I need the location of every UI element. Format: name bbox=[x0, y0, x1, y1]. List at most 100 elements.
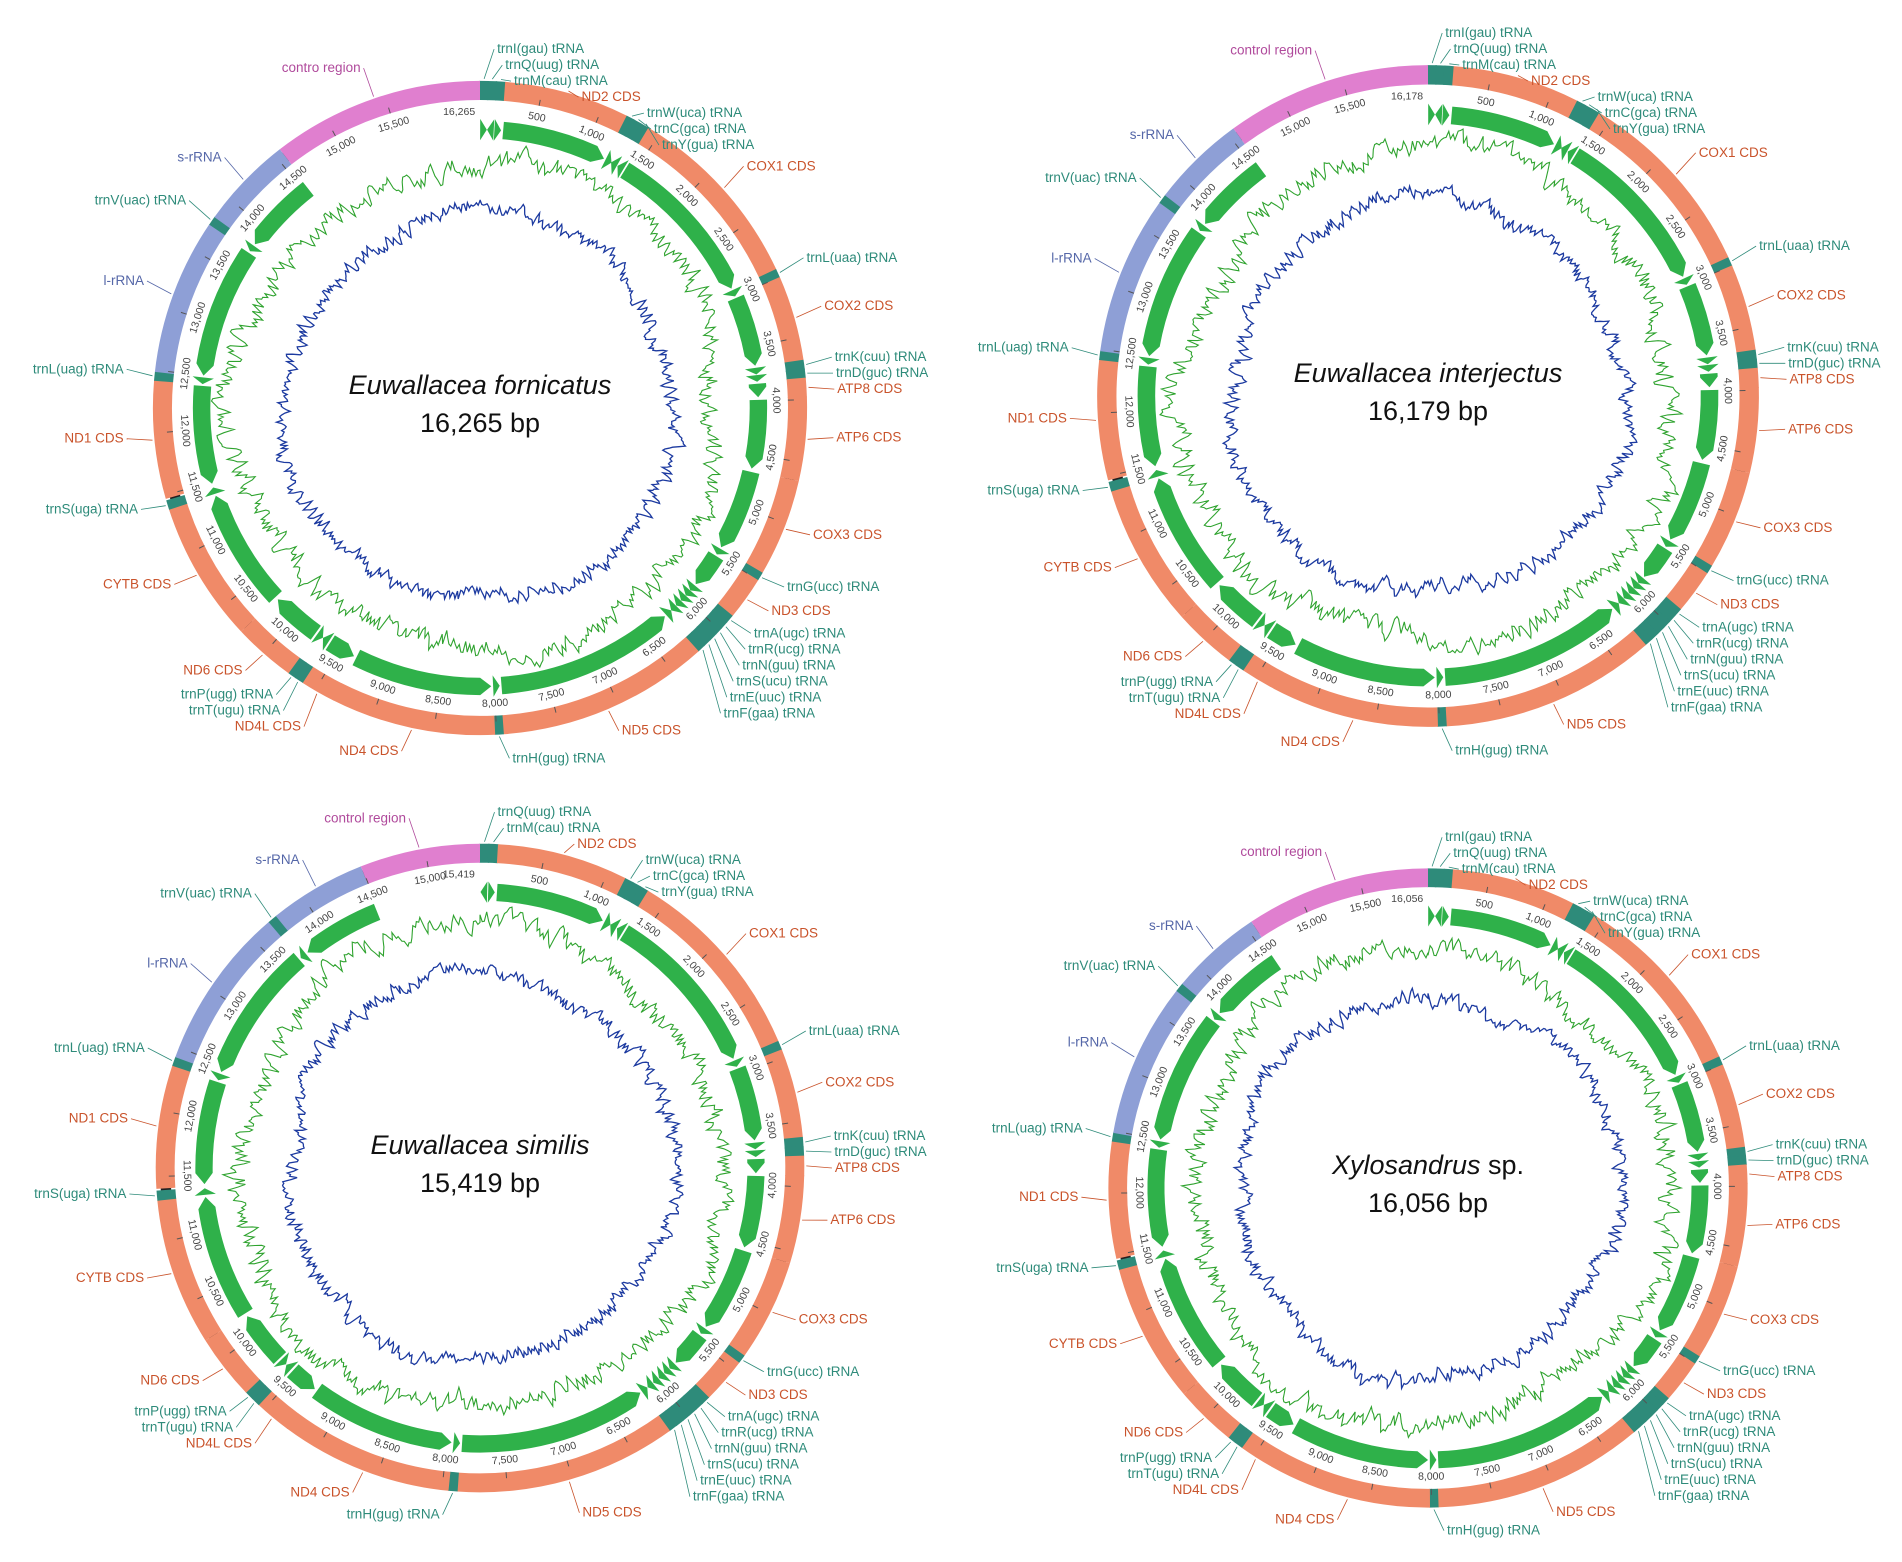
feature-label-nd3-cds: ND3 CDS bbox=[748, 1387, 807, 1402]
tick-mark bbox=[783, 458, 790, 461]
strand-arrow bbox=[211, 495, 282, 603]
strand-arrow bbox=[1606, 1379, 1621, 1395]
map-title-suffix: sp. bbox=[1481, 1150, 1525, 1180]
strand-arrow bbox=[1138, 356, 1160, 365]
strand-arrow bbox=[1137, 365, 1162, 467]
tick-mark bbox=[1128, 290, 1135, 294]
feature-label-nd3-cds: ND3 CDS bbox=[1707, 1386, 1766, 1401]
feature-label-control-region: control region bbox=[324, 810, 406, 825]
feature-band-nd6-cds bbox=[1181, 604, 1241, 661]
tick-mark bbox=[1642, 1398, 1648, 1404]
feature-band-trnl-uag-trna bbox=[154, 371, 174, 383]
strand-arrow bbox=[1566, 949, 1679, 1075]
feature-label-trnc-gca-trna: trnC(gca) tRNA bbox=[654, 121, 746, 136]
leader-line bbox=[1675, 152, 1696, 175]
tick-mark bbox=[1706, 1300, 1713, 1304]
feature-band-trnh-gug-trna bbox=[493, 715, 504, 735]
leader-line bbox=[442, 1492, 453, 1515]
leader-line bbox=[1337, 1499, 1348, 1520]
tick-label: 8,000 bbox=[432, 1452, 460, 1467]
feature-band-trna-ugc-trna bbox=[1648, 1385, 1669, 1405]
tick-mark bbox=[554, 706, 557, 713]
tick-mark bbox=[1206, 974, 1212, 980]
strand-arrow bbox=[492, 675, 500, 697]
feature-band-cox1-cds bbox=[638, 127, 777, 278]
leader-line bbox=[608, 710, 620, 731]
strand-arrow bbox=[599, 912, 611, 932]
feature-label-cox1-cds: COX1 CDS bbox=[747, 158, 816, 173]
genome-end-label: 16,178 bbox=[1391, 90, 1423, 102]
leader-line bbox=[130, 1118, 157, 1127]
tick-mark bbox=[229, 1349, 235, 1354]
leader-line bbox=[645, 886, 659, 893]
map-panel-similis: 5001,0001,5002,0002,5003,0003,5004,0004,… bbox=[34, 804, 927, 1522]
feature-label-nd2-cds: ND2 CDS bbox=[577, 836, 636, 851]
feature-label-trns-uga-trna: trnS(uga) tRNA bbox=[34, 1186, 126, 1201]
tick-mark bbox=[1304, 906, 1308, 913]
tick-mark bbox=[332, 130, 336, 137]
tick-mark bbox=[1262, 661, 1267, 668]
feature-label-atp8-cds: ATP8 CDS bbox=[837, 381, 902, 396]
leader-line bbox=[1157, 965, 1179, 987]
strand-arrow bbox=[194, 1188, 216, 1196]
map-length: 16,265 bp bbox=[420, 408, 540, 438]
feature-band-trny-gua-trna bbox=[1581, 108, 1600, 130]
leader-line bbox=[743, 1360, 765, 1373]
feature-band-nd1-cds bbox=[152, 380, 185, 499]
strand-arrow bbox=[1428, 905, 1435, 927]
feature-band-nd5-cds bbox=[1445, 630, 1646, 727]
tick-mark bbox=[190, 1051, 197, 1055]
tick-mark bbox=[780, 339, 787, 342]
tick-mark bbox=[1169, 1021, 1176, 1026]
leader-line bbox=[224, 157, 244, 180]
tick-mark bbox=[1489, 1482, 1492, 1489]
feature-band-trns-uga-trna bbox=[1116, 1256, 1138, 1270]
leader-line bbox=[1431, 32, 1443, 64]
leader-line bbox=[483, 48, 495, 80]
leader-line bbox=[1449, 63, 1460, 66]
tick-mark bbox=[1607, 649, 1613, 656]
strand-arrow bbox=[461, 1391, 641, 1453]
feature-band-trng-ucc-trna bbox=[1690, 555, 1712, 574]
feature-label-nd4-cds: ND4 CDS bbox=[1281, 734, 1340, 749]
leader-line bbox=[700, 1407, 719, 1433]
tick-label: 12,500 bbox=[1135, 1119, 1153, 1153]
strand-arrow bbox=[1205, 162, 1267, 224]
strand-arrow bbox=[1615, 1370, 1631, 1385]
leader-line bbox=[1195, 925, 1214, 949]
strand-arrow bbox=[1674, 274, 1694, 285]
feature-band-trns-uga-trna bbox=[1108, 477, 1130, 492]
leader-line bbox=[1650, 643, 1669, 708]
feature-band-trnq-uug-trna bbox=[1435, 65, 1446, 85]
strand-arrow bbox=[196, 248, 257, 376]
feature-label-trnt-ugu-trna: trnT(ugu) tRNA bbox=[1129, 690, 1221, 705]
feature-label-cytb-cds: CYTB CDS bbox=[76, 1270, 144, 1285]
tick-mark bbox=[774, 1246, 781, 1250]
feature-label-trnf-gaa-trna: trnF(gaa) tRNA bbox=[724, 705, 816, 720]
leader-line bbox=[1749, 1173, 1775, 1177]
feature-label-trnt-ugu-trna: trnT(ugu) tRNA bbox=[142, 1419, 234, 1434]
feature-label-trnk-cuu-trna: trnK(cuu) tRNA bbox=[1776, 1137, 1868, 1152]
map-title: Euwallacea interjectus bbox=[1294, 358, 1563, 388]
leader-line bbox=[1698, 1360, 1721, 1372]
leader-line bbox=[1758, 346, 1785, 355]
tick-mark bbox=[675, 1401, 681, 1408]
tick-mark bbox=[1127, 1250, 1134, 1254]
feature-label-trnr-ucg-trna: trnR(ucg) tRNA bbox=[1683, 1424, 1775, 1439]
strand-arrow bbox=[1267, 623, 1296, 647]
tick-label: 4,000 bbox=[1721, 378, 1733, 405]
strand-arrow bbox=[500, 616, 665, 695]
leader-line bbox=[1668, 626, 1688, 660]
map-length: 15,419 bp bbox=[420, 1168, 540, 1198]
tick-label: 8,500 bbox=[1361, 1463, 1389, 1480]
feature-band-trng-ucc-trna bbox=[741, 563, 763, 581]
feature-label-s-rrna: s-rRNA bbox=[255, 852, 299, 867]
feature-band-contro-region bbox=[279, 80, 480, 165]
feature-label-nd1-cds: ND1 CDS bbox=[69, 1111, 128, 1126]
strand-arrow bbox=[1221, 1364, 1263, 1407]
leader-line bbox=[1638, 1431, 1656, 1496]
feature-band-nd6-cds bbox=[1183, 1382, 1241, 1438]
tick-mark bbox=[766, 1061, 773, 1065]
tick-mark bbox=[762, 281, 768, 286]
